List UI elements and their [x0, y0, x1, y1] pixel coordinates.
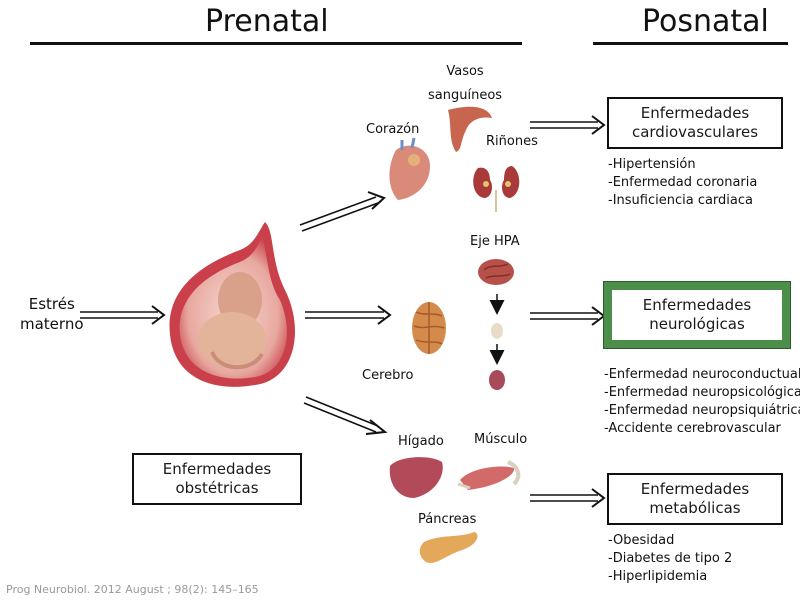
arrow-to-liver	[303, 396, 388, 435]
liver-label: Hígado	[398, 434, 444, 449]
uterus-illustration	[169, 222, 295, 387]
posnatal-heading: Posnatal	[642, 4, 769, 39]
metabolic-box: Enfermedades metabólicas	[607, 473, 783, 525]
source-citation: Prog Neurobiol. 2012 August ; 98(2): 145…	[6, 583, 259, 596]
arrow-to-neuro	[530, 306, 606, 326]
kidneys-illustration	[473, 166, 520, 212]
muscle-illustration	[457, 460, 521, 490]
obstetric-line1: Enfermedades	[162, 460, 272, 478]
arrow-stress-to-uterus	[80, 305, 166, 325]
hpa-brain-illustration	[478, 259, 514, 285]
neurological-line2: neurológicas	[649, 315, 745, 333]
list-item: -Enfermedad neuropsiquiátrica	[604, 403, 800, 418]
adrenal-illustration	[489, 370, 505, 390]
metabolic-line1: Enfermedades	[640, 480, 750, 498]
cardiovascular-box: Enfermedades cardiovasculares	[607, 97, 783, 149]
cardiovascular-list: -Hipertensión -Enfermedad coronaria -Ins…	[608, 156, 757, 210]
neurological-box: Enfermedades neurológicas	[603, 281, 791, 349]
list-item: -Obesidad	[608, 533, 675, 548]
posnatal-rule	[593, 42, 788, 45]
list-item: -Accidente cerebrovascular	[604, 421, 781, 436]
pancreas-label: Páncreas	[418, 512, 477, 527]
metabolic-line2: metabólicas	[649, 499, 741, 517]
blood-vessels-line1: Vasos	[446, 64, 484, 79]
blood-vessels-line2: sanguíneos	[428, 88, 503, 103]
arrow-to-heart	[299, 191, 386, 232]
maternal-stress-line2: materno	[20, 315, 84, 333]
hpa-axis-label: Eje HPA	[470, 234, 520, 249]
muscle-label: Músculo	[474, 432, 528, 447]
cardiovascular-line1: Enfermedades	[640, 104, 750, 122]
pituitary-illustration	[491, 323, 503, 339]
list-item: -Insuficiencia cardiaca	[608, 193, 753, 208]
list-item: -Hipertensión	[608, 157, 696, 172]
blood-vessels-label: Vasos sanguíneos	[428, 60, 502, 108]
heart-label: Corazón	[366, 122, 420, 137]
maternal-stress-line1: Estrés	[28, 295, 75, 313]
obstetric-line2: obstétricas	[175, 479, 259, 497]
list-item: -Enfermedad neuroconductual	[604, 367, 800, 382]
maternal-stress-label: Estrés materno	[20, 294, 84, 334]
arrow-to-cardio	[530, 115, 606, 135]
prenatal-rule	[30, 42, 522, 45]
arrow-to-metabolic	[530, 488, 606, 508]
liver-illustration	[389, 457, 443, 498]
list-item: -Enfermedad neuropsicológica	[604, 385, 800, 400]
list-item: -Hiperlipidemia	[608, 569, 708, 584]
obstetric-box: Enfermedades obstétricas	[132, 453, 302, 505]
blood-vessels-illustration	[448, 106, 492, 152]
brain-label: Cerebro	[362, 368, 414, 383]
kidneys-label: Riñones	[486, 134, 538, 149]
list-item: -Enfermedad coronaria	[608, 175, 758, 190]
neurological-list: -Enfermedad neuroconductual -Enfermedad …	[604, 366, 800, 438]
pancreas-illustration	[419, 532, 478, 563]
brain-illustration	[412, 302, 446, 354]
metabolic-list: -Obesidad -Diabetes de tipo 2 -Hiperlipi…	[608, 532, 732, 586]
heart-illustration	[389, 137, 430, 200]
list-item: -Diabetes de tipo 2	[608, 551, 733, 566]
neurological-line1: Enfermedades	[642, 296, 752, 314]
prenatal-heading: Prenatal	[205, 4, 329, 39]
cardiovascular-line2: cardiovasculares	[631, 123, 759, 141]
arrow-to-brain	[305, 305, 392, 325]
